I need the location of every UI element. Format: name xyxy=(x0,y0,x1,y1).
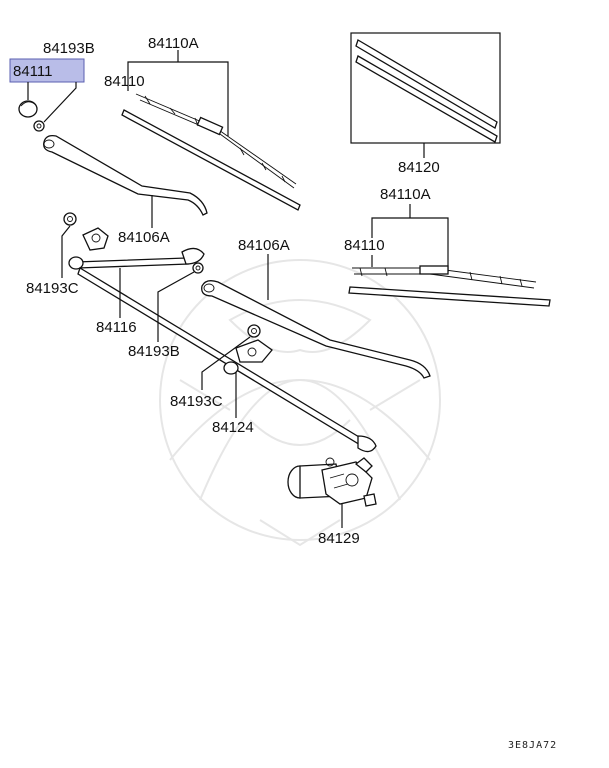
label-84129: 84129 xyxy=(318,530,360,547)
leader-84193b-top xyxy=(43,82,77,123)
wiper-arm-84106a-left[interactable] xyxy=(43,134,208,216)
label-84193b-mid: 84193B xyxy=(128,343,180,360)
nut-84193b-mid[interactable] xyxy=(192,262,204,274)
label-84106a-left: 84106A xyxy=(118,229,170,246)
nut-84193b-top[interactable] xyxy=(33,120,45,132)
label-84110-left: 84110 xyxy=(104,73,145,90)
label-84124: 84124 xyxy=(212,419,254,436)
blade-rubber-84110a-left[interactable] xyxy=(121,109,301,211)
nut-84193c-left[interactable] xyxy=(63,212,77,226)
leader-84193c-left xyxy=(61,225,71,278)
nut-84193c-mid[interactable] xyxy=(247,324,261,338)
label-84193c-left: 84193C xyxy=(26,280,79,297)
leader-84193b-mid xyxy=(157,271,195,342)
wiper-arm-84106a-right[interactable] xyxy=(201,280,431,379)
wiper-motor-84129[interactable] xyxy=(287,457,377,507)
highlight-box-84111 xyxy=(9,58,85,83)
label-84120: 84120 xyxy=(398,159,440,176)
label-84110-right: 84110 xyxy=(344,237,385,254)
diagram-code: 3E8JA72 xyxy=(508,740,557,751)
label-84111: 84111 xyxy=(13,63,53,80)
wiper-blade-84110-right[interactable] xyxy=(352,265,537,289)
blade-refill-84120[interactable] xyxy=(355,39,498,143)
label-84110a-right: 84110A xyxy=(380,186,431,203)
blade-rubber-84110a-right[interactable] xyxy=(348,286,551,307)
wiper-blade-84110-left[interactable] xyxy=(135,93,297,189)
cap-84111[interactable] xyxy=(18,100,38,118)
leader-84193c-mid xyxy=(201,336,251,390)
refill-box-84120 xyxy=(350,32,501,144)
label-84193c-mid: 84193C xyxy=(170,393,223,410)
label-84116: 84116 xyxy=(96,319,137,336)
label-84106a-right: 84106A xyxy=(238,237,290,254)
label-84193b-top: 84193B xyxy=(43,40,95,57)
pivot-right[interactable] xyxy=(223,339,273,375)
label-84110a-left: 84110A xyxy=(148,35,199,52)
link-rod-84116[interactable] xyxy=(68,247,377,453)
pivot-left[interactable] xyxy=(82,227,109,251)
